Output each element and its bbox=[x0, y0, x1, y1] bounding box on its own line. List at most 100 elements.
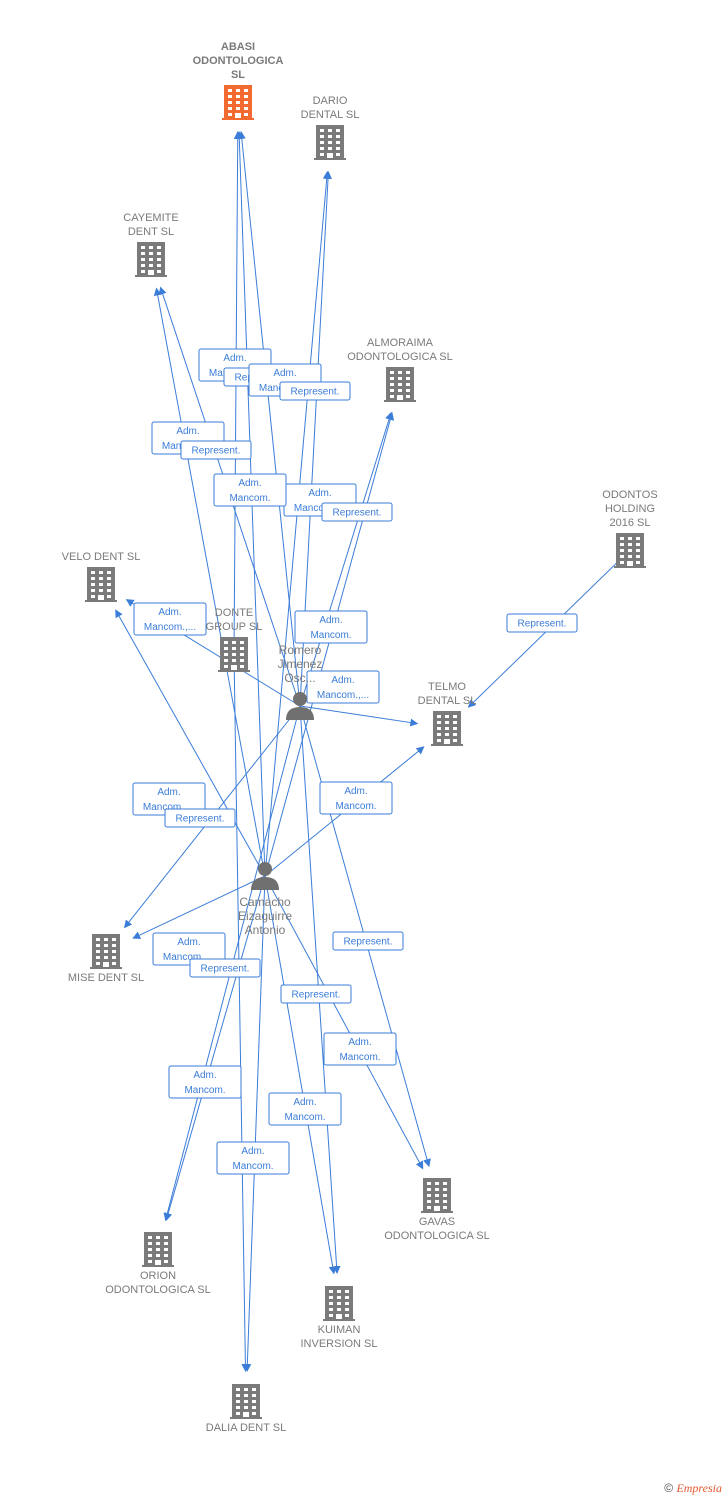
edge-label-romero-to-gavas[interactable]: Represent. bbox=[332, 931, 404, 951]
edge-camacho-to-cayemite bbox=[153, 287, 266, 877]
node-label-mise: MISE DENT SL bbox=[68, 972, 144, 984]
edge-label-romero-to-mise[interactable]: Represent. bbox=[164, 808, 236, 828]
edge-camacho-to-almoraima bbox=[264, 411, 395, 877]
edge-label-text: Adm. bbox=[308, 488, 331, 499]
node-label-kuiman: KUIMAN bbox=[318, 1324, 361, 1336]
node-label-kuiman: INVERSION SL bbox=[300, 1338, 377, 1350]
company-node-mise[interactable]: MISE DENT SL bbox=[68, 934, 144, 984]
node-label-romero: Osc... bbox=[284, 671, 315, 685]
edge-label-romero-to-orion[interactable]: Represent. bbox=[189, 958, 261, 978]
company-node-dario[interactable]: DARIO DENTAL SL bbox=[301, 95, 360, 160]
edge-label-text: Represent. bbox=[518, 619, 567, 630]
edge-label-romero-to-velo[interactable]: Adm. Mancom. bbox=[294, 610, 368, 644]
node-label-odontos: ODONTOS bbox=[602, 489, 657, 501]
edge-label-text: Adm. bbox=[293, 1097, 316, 1108]
edge-camacho-to-mise bbox=[132, 875, 266, 939]
edge-label-romero-to-dario[interactable]: Represent. bbox=[279, 381, 351, 401]
node-label-cayemite: CAYEMITE bbox=[123, 212, 178, 224]
edge-label-text: Adm. bbox=[238, 478, 261, 489]
company-node-almoraima[interactable]: ALMORAIMA ODONTOLOGICA SL bbox=[347, 337, 453, 402]
edge-label-romero-to-kuiman[interactable]: Represent. bbox=[280, 984, 352, 1004]
node-label-abasi: ODONTOLOGICA bbox=[193, 55, 284, 67]
edge-camacho-to-kuiman bbox=[264, 875, 337, 1275]
edge-label-text: Mancom. bbox=[229, 493, 270, 504]
edge-label-camacho-to-dalia[interactable]: Adm.Mancom. bbox=[168, 1065, 242, 1099]
edge-label-text: Represent. bbox=[333, 508, 382, 519]
edge-label-text: Adm. bbox=[241, 1146, 264, 1157]
edge-label-camacho-to-mise[interactable]: Adm. Mancom.,... bbox=[132, 782, 206, 816]
edge-label-donte-to-dalia[interactable]: Adm.Mancom. bbox=[216, 1141, 290, 1175]
edge-label-camacho-to-telmo[interactable]: Adm.Mancom. bbox=[319, 781, 393, 815]
company-node-kuiman[interactable]: KUIMAN INVERSION SL bbox=[300, 1286, 378, 1350]
edge-label-text: Adm. bbox=[331, 675, 354, 686]
edge-label-text: Mancom.,... bbox=[143, 802, 195, 813]
edge-label-text: Adm. bbox=[348, 1037, 371, 1048]
brand-logo[interactable]: Empresia bbox=[676, 1481, 722, 1495]
node-label-gavas: ODONTOLOGICA SL bbox=[384, 1230, 490, 1242]
node-label-dalia: DALIA DENT SL bbox=[206, 1422, 287, 1434]
edge-romero-to-abasi bbox=[237, 130, 301, 707]
company-node-dalia[interactable]: DALIA DENT SL bbox=[206, 1384, 287, 1434]
edge-donte-to-abasi bbox=[233, 130, 242, 655]
edge-label-text: Adm. bbox=[273, 368, 296, 379]
edge-label-text: Mancom. bbox=[310, 630, 351, 641]
edge-label-romero-to-almoraima[interactable]: Represent. bbox=[321, 502, 393, 522]
edge-label-text: Adm. bbox=[319, 615, 342, 626]
node-label-almoraima: ODONTOLOGICA SL bbox=[347, 351, 453, 363]
person-icon bbox=[251, 862, 279, 890]
edge-label-text: Adm. bbox=[157, 787, 180, 798]
company-node-velo[interactable]: VELO DENT SL bbox=[62, 551, 141, 602]
person-node-romero[interactable]: RomeroJimenezOsc... bbox=[278, 643, 323, 720]
node-label-dario: DARIO bbox=[313, 95, 348, 107]
edge-label-donte-to-abasi[interactable]: Adm. Mancom. bbox=[213, 473, 287, 507]
edge-label-romero-to-cayemite[interactable]: Represent. bbox=[180, 440, 252, 460]
edge-label-camacho-to-velo[interactable]: Adm.Mancom.,... bbox=[133, 602, 207, 636]
edge-camacho-to-gavas bbox=[264, 875, 424, 1170]
node-label-odontos: HOLDING bbox=[605, 503, 655, 515]
building-icon bbox=[314, 125, 346, 160]
building-icon bbox=[85, 567, 117, 602]
building-icon bbox=[142, 1232, 174, 1267]
edge-label-text: Represent. bbox=[344, 937, 393, 948]
edge-label-camacho-to-kuiman[interactable]: Adm.Mancom. bbox=[268, 1092, 342, 1126]
building-icon bbox=[230, 1384, 262, 1419]
node-label-donte: DONTE bbox=[215, 607, 254, 619]
node-label-dario: DENTAL SL bbox=[301, 109, 360, 121]
edge-label-text: Represent. bbox=[291, 387, 340, 398]
edge-label-text: Mancom.,... bbox=[163, 952, 215, 963]
edge-label-camacho-to-gavas[interactable]: Adm. Mancom. bbox=[323, 1032, 397, 1066]
node-label-romero: Romero bbox=[279, 643, 322, 657]
edge-label-text: Adm. bbox=[344, 786, 367, 797]
node-label-camacho: Camacho bbox=[239, 895, 291, 909]
node-label-gavas: GAVAS bbox=[419, 1216, 455, 1228]
edge-labels-layer: Adm.Mancom.,...Represent.Adm.Mancom.,...… bbox=[132, 348, 578, 1175]
edge-label-text: Mancom. bbox=[339, 1052, 380, 1063]
node-label-orion: ODONTOLOGICA SL bbox=[105, 1284, 211, 1296]
edge-label-text: Represent. bbox=[292, 990, 341, 1001]
node-label-telmo: DENTAL SL bbox=[418, 695, 477, 707]
edge-donte-to-dalia bbox=[233, 653, 250, 1373]
edge-label-text: Represent. bbox=[201, 964, 250, 975]
node-label-almoraima: ALMORAIMA bbox=[367, 337, 434, 349]
edge-label-romero-to-telmo[interactable]: Adm. Mancom.,... bbox=[306, 670, 380, 704]
edge-label-text: Adm. bbox=[158, 607, 181, 618]
edge-label-text: Mancom.,... bbox=[317, 690, 369, 701]
building-icon bbox=[431, 711, 463, 746]
edge-label-text: Represent. bbox=[176, 814, 225, 825]
edge-label-text: Adm. bbox=[177, 937, 200, 948]
edge-label-odontos-to-telmo[interactable]: Represent. bbox=[506, 613, 578, 633]
company-node-gavas[interactable]: GAVAS ODONTOLOGICA SL bbox=[384, 1178, 490, 1242]
copyright-symbol: © bbox=[664, 1481, 674, 1495]
edge-label-text: Adm. bbox=[176, 426, 199, 437]
edge-romero-to-telmo bbox=[299, 705, 419, 727]
edge-label-camacho-to-orion[interactable]: Adm. Mancom.,... bbox=[152, 932, 226, 966]
